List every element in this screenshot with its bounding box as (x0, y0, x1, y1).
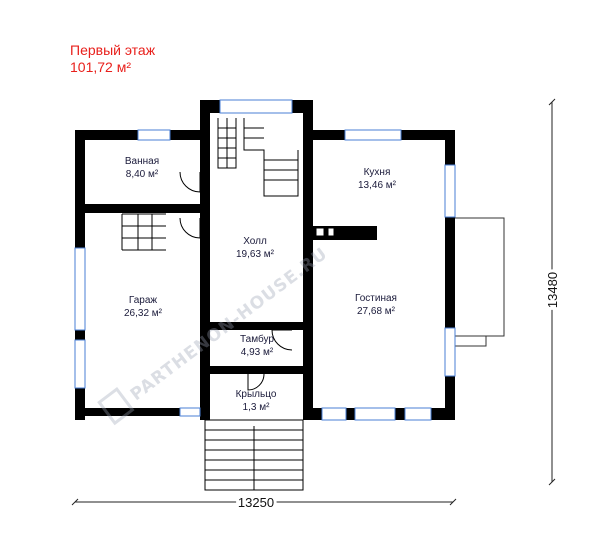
area-garage: 26,32 м² (124, 308, 163, 319)
label-bath: Ванная (125, 156, 159, 167)
window-kitchen-side (444, 164, 456, 218)
porch-steps (204, 419, 304, 491)
label-porch: Крыльцо (236, 389, 277, 400)
label-living: Гостиная (355, 293, 397, 304)
door-porch (247, 373, 265, 391)
door-garage (179, 217, 201, 239)
door-bath (179, 171, 201, 193)
windows (74, 99, 456, 421)
area-living: 27,68 м² (357, 306, 396, 317)
door-tambur (271, 329, 293, 351)
dimension-height (548, 98, 556, 486)
watermark: PARTHENON-HOUSE.RU (97, 244, 332, 426)
terrace-outline (451, 217, 505, 337)
area-tambur: 4,93 м² (241, 347, 274, 358)
window-kitchen-top (344, 129, 402, 141)
window-living-2 (354, 407, 396, 421)
label-hall: Холл (243, 236, 267, 247)
stairs (121, 118, 299, 251)
floor-area: 101,72 м² (70, 59, 131, 75)
window-bath (137, 129, 171, 141)
window-living-1 (321, 407, 347, 421)
label-kitchen: Кухня (364, 167, 391, 178)
area-hall: 19,63 м² (236, 249, 275, 260)
window-living-3 (404, 407, 432, 421)
area-kitchen: 13,46 м² (358, 180, 397, 191)
dimension-width (71, 498, 457, 506)
height-dimension-label: 13480 (545, 272, 560, 308)
area-porch: 1,3 м² (243, 402, 271, 413)
label-garage: Гараж (129, 295, 158, 306)
doors (179, 171, 293, 391)
floor-title: Первый этаж (70, 42, 156, 58)
width-dimension-label: 13250 (238, 495, 274, 510)
window-garage-1 (74, 247, 86, 331)
terrace-step (452, 335, 487, 347)
area-bath: 8,40 м² (126, 169, 159, 180)
window-living-side (444, 327, 456, 377)
chimney (315, 227, 335, 237)
window-hall-top (219, 99, 293, 114)
window-garage-2 (74, 339, 86, 389)
window-porch-left (179, 407, 201, 417)
watermark-logo (97, 387, 135, 426)
label-tambur: Тамбур (240, 333, 274, 345)
